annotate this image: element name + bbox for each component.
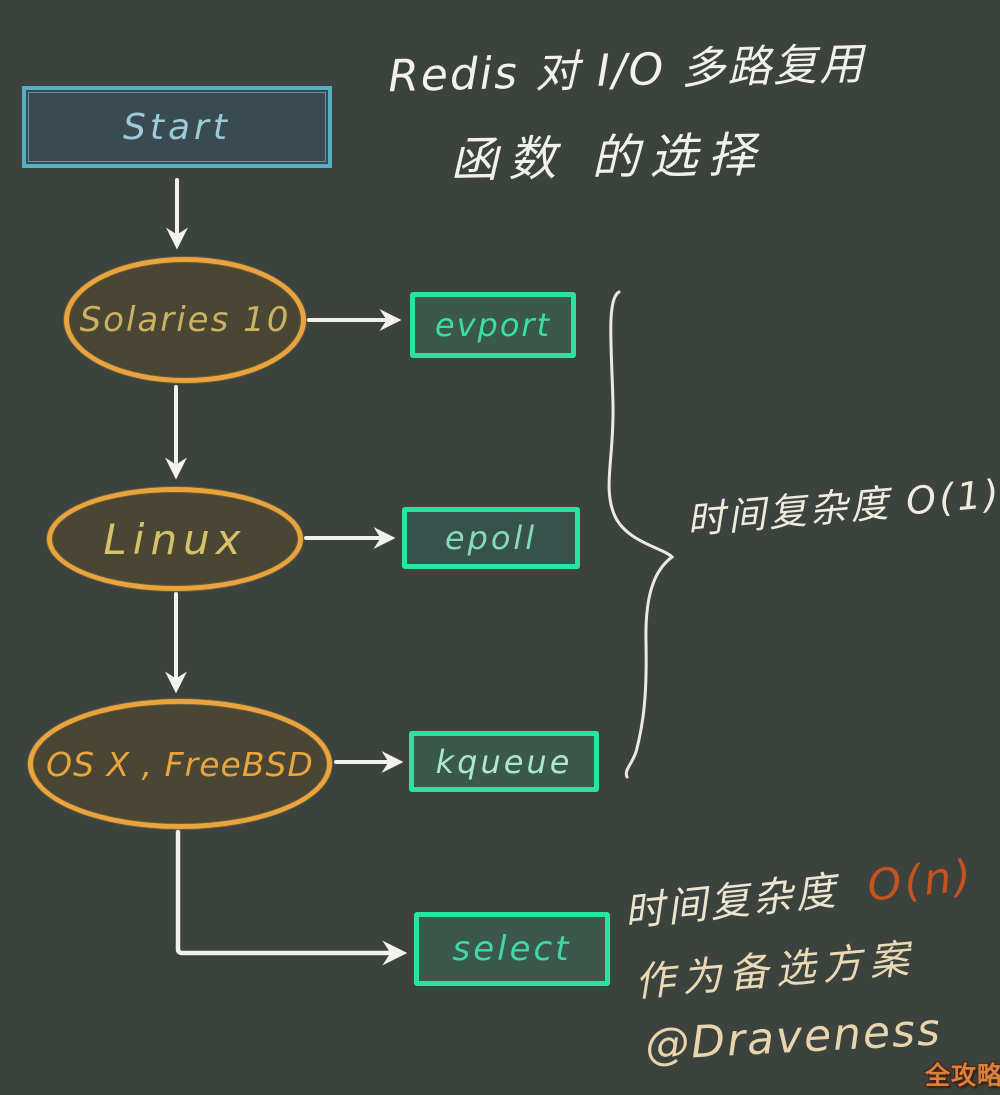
- fn-kqueue-label: kqueue: [435, 742, 573, 781]
- node-solaris-10: Solaries 10: [64, 257, 306, 383]
- fn-box-evport: evport: [410, 292, 576, 358]
- diagram-title-line2: 函数 的选择: [449, 127, 766, 189]
- node-osx-label: OS X , FreeBSD: [46, 744, 314, 784]
- node-start: Start: [22, 86, 332, 168]
- node-solaris-label: Solaries 10: [79, 300, 291, 340]
- annotation-fallback-plan: 作为备选方案: [632, 935, 918, 1007]
- node-osx-freebsd: OS X , FreeBSD: [28, 699, 332, 829]
- curly-brace-o1: [607, 290, 675, 779]
- fn-box-kqueue: kqueue: [409, 731, 599, 792]
- node-start-label: Start: [123, 106, 231, 148]
- annotation-time-complexity-o1: 时间复杂度 O(1): [684, 471, 1000, 543]
- node-linux: Linux: [47, 487, 303, 591]
- fn-box-epoll: epoll: [402, 507, 580, 569]
- arrow-osx-to-select: [175, 829, 408, 966]
- diagram-title-line1: Redis 对 I/O 多路复用: [387, 38, 866, 103]
- annotation-time-complexity-on: 时间复杂度 O(n): [621, 844, 977, 938]
- annotation-on-value: O(n): [865, 850, 977, 912]
- author-credit: @Draveness: [643, 1004, 943, 1071]
- watermark-badge: 全攻略: [925, 1061, 1000, 1090]
- annotation-on-prefix: 时间复杂度: [621, 867, 841, 937]
- fn-box-select: select: [414, 912, 610, 986]
- fn-epoll-label: epoll: [444, 519, 538, 557]
- fn-evport-label: evport: [434, 306, 552, 344]
- fn-select-label: select: [452, 929, 572, 969]
- node-linux-label: Linux: [103, 514, 247, 564]
